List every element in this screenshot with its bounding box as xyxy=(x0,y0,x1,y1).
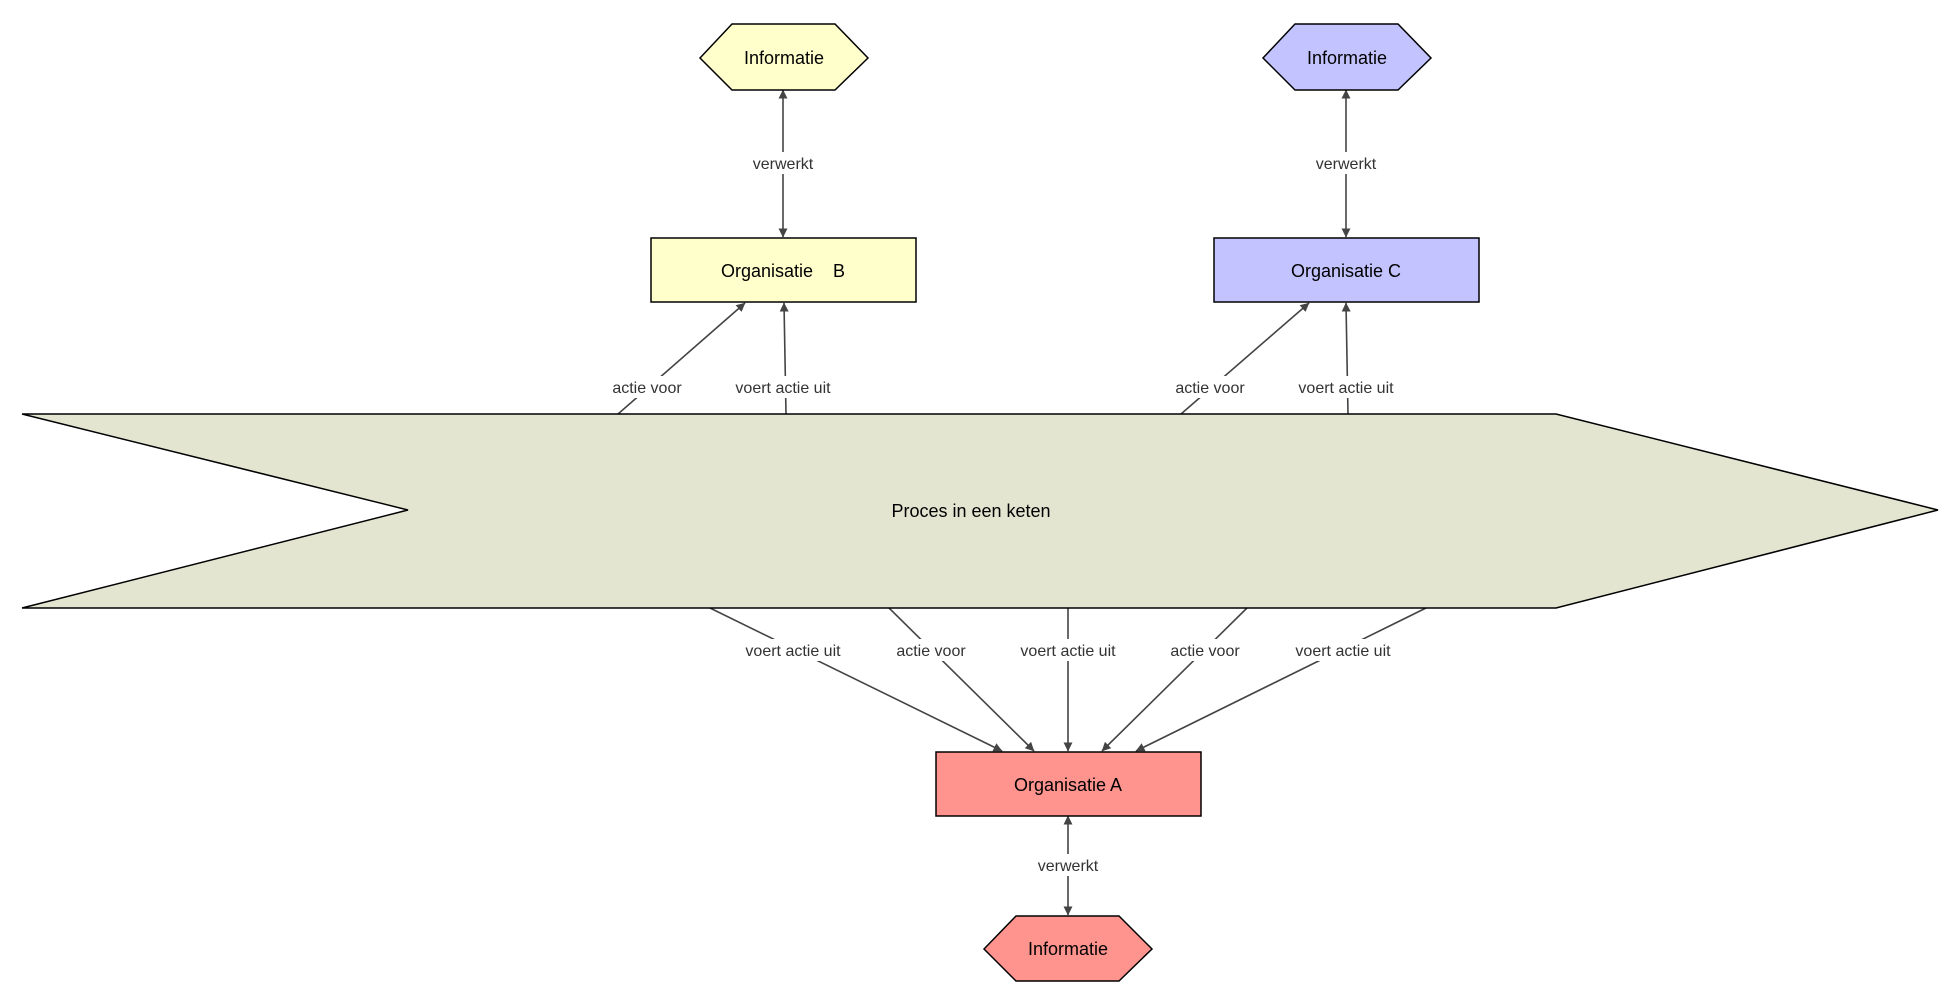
edge-actie-voor-a1 xyxy=(888,607,1035,752)
organisatie-c-box xyxy=(1213,237,1480,303)
informatie-c-hexagon xyxy=(1261,23,1433,91)
organisatie-a-label: Organisatie A xyxy=(1014,775,1122,795)
informatie-b-node: Informatie xyxy=(698,23,870,91)
edge-label-actie-voor-c: actie voor xyxy=(1175,380,1245,397)
organisatie-b-box xyxy=(650,237,917,303)
organisatie-b-node: Organisatie B xyxy=(650,237,917,303)
informatie-c-label: Informatie xyxy=(1307,48,1387,68)
edge-label-verwerkt-c: verwerkt xyxy=(1316,156,1377,173)
edge-label-voert-actie-uit-a2: voert actie uit xyxy=(1020,643,1116,660)
edge-actie-voor-a2 xyxy=(1101,607,1248,752)
edge-label-actie-voor-a1: actie voor xyxy=(896,643,966,660)
process-label: Proces in een keten xyxy=(891,501,1050,521)
informatie-b-hexagon xyxy=(698,23,870,91)
edge-label-verwerkt-a: verwerkt xyxy=(1038,858,1099,875)
edge-label-voert-actie-uit-a3: voert actie uit xyxy=(1295,643,1391,660)
edge-label-voert-actie-uit-a1: voert actie uit xyxy=(745,643,841,660)
process-chevron-shape xyxy=(21,413,1939,609)
edge-label-verwerkt-b: verwerkt xyxy=(753,156,814,173)
edge-voert-actie-uit-a1 xyxy=(709,607,1003,752)
organisatie-b-label: Organisatie B xyxy=(721,261,845,281)
informatie-a-node: Informatie xyxy=(982,915,1154,982)
informatie-c-node: Informatie xyxy=(1261,23,1433,91)
process-node: Proces in een keten xyxy=(21,413,1939,609)
edge-voert-actie-uit-a3 xyxy=(1135,607,1427,752)
organisatie-a-box xyxy=(935,751,1202,817)
edge-label-actie-voor-a2: actie voor xyxy=(1170,643,1240,660)
edge-label-voert-actie-uit-c: voert actie uit xyxy=(1298,380,1394,397)
organisatie-c-label: Organisatie C xyxy=(1291,261,1401,281)
edge-label-actie-voor-b: actie voor xyxy=(612,380,682,397)
edge-label-voert-actie-uit-b: voert actie uit xyxy=(735,380,831,397)
informatie-a-hexagon xyxy=(982,915,1154,982)
edge-labels: verwerkt verwerkt actie voor voert actie… xyxy=(607,152,1398,876)
organisatie-a-node: Organisatie A xyxy=(935,751,1202,817)
informatie-b-label: Informatie xyxy=(744,48,824,68)
informatie-a-label: Informatie xyxy=(1028,939,1108,959)
organisatie-c-node: Organisatie C xyxy=(1213,237,1480,303)
